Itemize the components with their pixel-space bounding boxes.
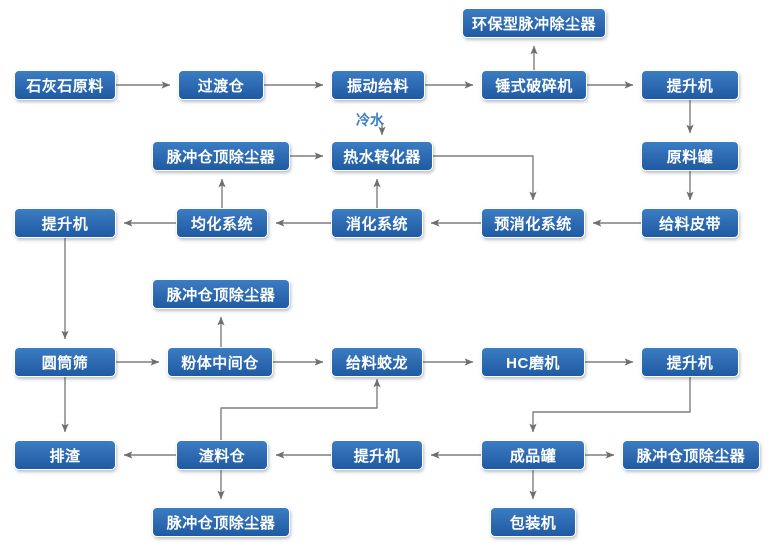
flow-node[interactable]: 脉冲仓顶除尘器 [152,141,290,171]
flow-node[interactable]: 石灰石原料 [14,70,116,100]
flow-node[interactable]: 提升机 [641,70,739,100]
connector [529,377,691,433]
flow-node[interactable]: 热水转化器 [331,141,433,171]
flow-node[interactable]: 脉冲仓顶除尘器 [152,507,290,537]
flow-node[interactable]: 给料蛟龙 [331,347,423,377]
flow-node[interactable]: 粉体中间仓 [167,347,273,377]
flow-node[interactable]: 提升机 [641,347,739,377]
flow-node[interactable]: 给料皮带 [641,208,739,238]
flow-annotation: 冷水 [356,112,384,128]
flow-node[interactable]: 脉冲仓顶除尘器 [152,279,290,309]
flow-node[interactable]: 圆筒筛 [14,347,116,377]
flow-node[interactable]: 成品罐 [481,440,585,470]
flow-node[interactable]: 预消化系统 [481,208,585,238]
flow-node[interactable]: 消化系统 [331,208,423,238]
flow-node[interactable]: 渣料仓 [176,440,268,470]
flow-node[interactable]: 原料罐 [641,141,739,171]
connector [220,378,381,440]
flow-node[interactable]: HC磨机 [481,347,585,377]
flow-node[interactable]: 提升机 [331,440,423,470]
connector [433,155,537,201]
flow-node[interactable]: 振动给料 [331,70,425,100]
flow-node[interactable]: 提升机 [14,208,116,238]
flow-node[interactable]: 锤式破碎机 [481,70,587,100]
flow-node[interactable]: 过渡仓 [178,70,264,100]
flow-node[interactable]: 均化系统 [176,208,268,238]
flow-node[interactable]: 脉冲仓顶除尘器 [622,440,760,470]
flow-node[interactable]: 包装机 [490,507,576,537]
flow-node[interactable]: 环保型脉冲除尘器 [462,8,606,38]
flow-node[interactable]: 排渣 [14,440,116,470]
